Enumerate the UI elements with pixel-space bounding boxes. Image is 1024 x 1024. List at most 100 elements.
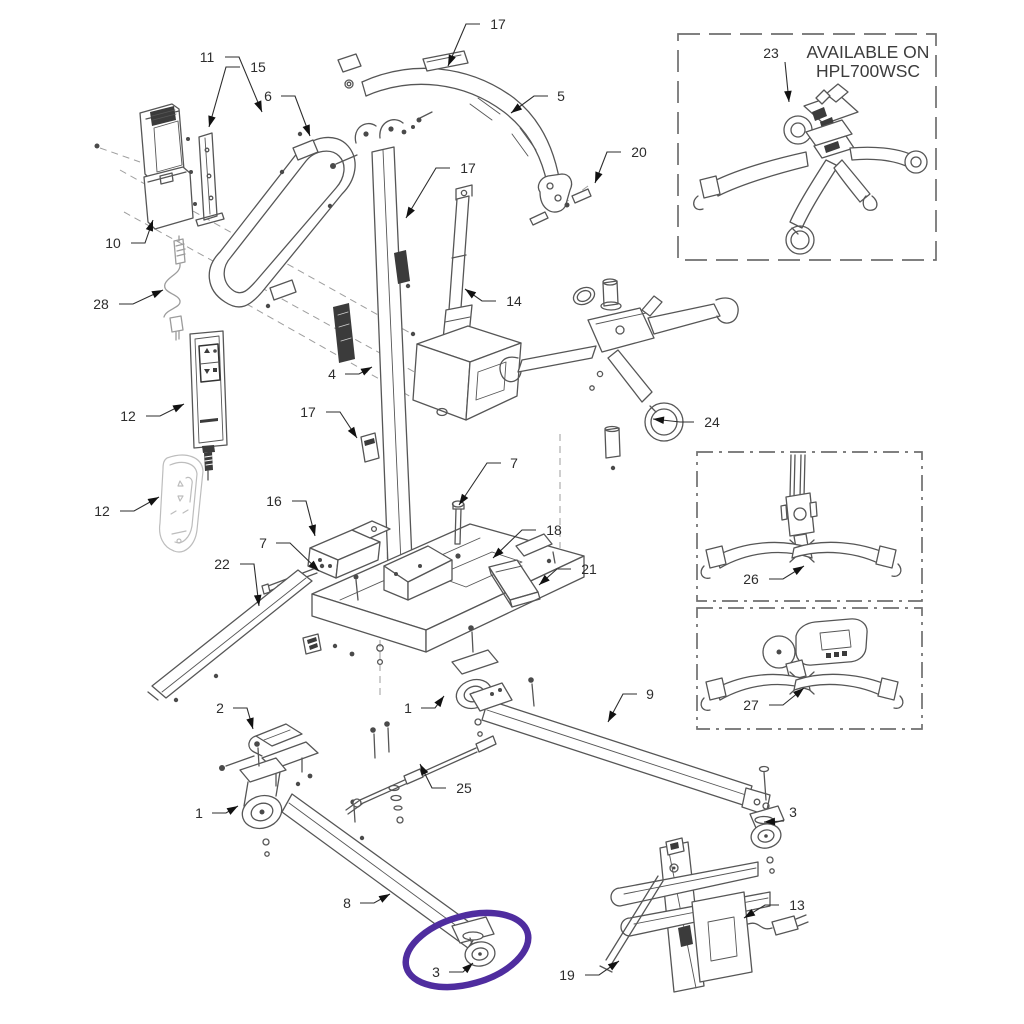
callout-21-foot-pedal[interactable]: 21 bbox=[538, 561, 597, 586]
callout-18-base-assembly[interactable]: 18 bbox=[492, 522, 562, 559]
callout-22-channel-bar[interactable]: 22 bbox=[214, 556, 262, 607]
callout-28-coiled-cable[interactable]: 28 bbox=[93, 289, 164, 312]
leader-line bbox=[458, 462, 501, 506]
callout-number[interactable]: 12 bbox=[120, 408, 136, 424]
callout-number[interactable]: 21 bbox=[581, 561, 597, 577]
mast-sticker-17 bbox=[360, 432, 380, 463]
callout-number[interactable]: 1 bbox=[404, 700, 412, 716]
callout-10-battery-charger[interactable]: 10 bbox=[105, 219, 154, 251]
sling-spreader-bar-26 bbox=[700, 454, 902, 579]
callout-number[interactable]: 2 bbox=[216, 700, 224, 716]
leader-arrowhead bbox=[420, 764, 429, 776]
callout-number[interactable]: 7 bbox=[259, 535, 267, 551]
callout-number[interactable]: 17 bbox=[300, 404, 316, 420]
leader-arrowhead bbox=[246, 717, 254, 729]
callout-7-bolt-right[interactable]: 7 bbox=[458, 455, 518, 506]
callout-17-label-mast-lower[interactable]: 17 bbox=[300, 404, 358, 439]
callout-number[interactable]: 15 bbox=[250, 59, 266, 75]
callout-number[interactable]: 28 bbox=[93, 296, 109, 312]
callout-17-label-mast-upper[interactable]: 17 bbox=[405, 160, 476, 219]
callout-number[interactable]: 20 bbox=[631, 144, 647, 160]
mounting-bracket-15 bbox=[186, 132, 225, 227]
callout-26-sling-spreader-bar[interactable]: 26 bbox=[743, 565, 805, 587]
callout-number[interactable]: 9 bbox=[646, 686, 654, 702]
callout-3-front-caster-right[interactable]: 3 bbox=[763, 804, 797, 826]
callout-23-powered-spreader-bar[interactable]: 23 bbox=[763, 45, 792, 103]
callout-number[interactable]: 11 bbox=[200, 49, 215, 65]
callout-14-actuator[interactable]: 14 bbox=[464, 288, 522, 309]
callout-number[interactable]: 1 bbox=[195, 805, 203, 821]
leader-arrowhead bbox=[434, 696, 444, 708]
callout-15-mounting-bracket[interactable]: 15 bbox=[208, 59, 266, 128]
callout-5-boom[interactable]: 5 bbox=[510, 88, 565, 114]
callout-24-spreader-bar[interactable]: 24 bbox=[652, 414, 720, 430]
leader-arrowhead bbox=[226, 806, 238, 815]
callout-number[interactable]: 19 bbox=[559, 967, 575, 983]
callout-number[interactable]: 22 bbox=[214, 556, 230, 572]
bolt-7-right bbox=[451, 500, 465, 559]
callout-number[interactable]: 24 bbox=[704, 414, 720, 430]
leader-arrowhead bbox=[360, 367, 372, 376]
callout-number[interactable]: 6 bbox=[264, 88, 272, 104]
leg-8-left bbox=[281, 793, 481, 949]
callout-number[interactable]: 3 bbox=[432, 964, 440, 980]
hand-control-12 bbox=[189, 330, 228, 481]
leader-line bbox=[281, 95, 311, 137]
callout-number[interactable]: 23 bbox=[763, 45, 779, 61]
callout-4-mast[interactable]: 4 bbox=[328, 366, 373, 382]
callout-number[interactable]: 27 bbox=[743, 697, 759, 713]
callout-3-front-caster-left[interactable]: 3 bbox=[432, 962, 474, 980]
coiled-cable-28 bbox=[163, 235, 186, 341]
callout-1-rear-caster-right[interactable]: 1 bbox=[404, 695, 445, 716]
callout-number[interactable]: 17 bbox=[490, 16, 506, 32]
callout-8-leg-left[interactable]: 8 bbox=[343, 893, 391, 911]
leader-arrowhead bbox=[254, 100, 262, 112]
leader-arrowhead bbox=[792, 566, 804, 576]
leg-pivot-bracket-2 bbox=[219, 723, 319, 787]
callout-16-mast-socket-bracket[interactable]: 16 bbox=[266, 493, 316, 537]
callout-13-power-cord[interactable]: 13 bbox=[743, 897, 805, 919]
leader-arrowhead bbox=[347, 426, 357, 438]
callout-number[interactable]: 3 bbox=[789, 804, 797, 820]
callout-number[interactable]: 25 bbox=[456, 780, 472, 796]
callout-25-linkage-rod[interactable]: 25 bbox=[419, 763, 472, 796]
callout-9-leg-right[interactable]: 9 bbox=[607, 686, 654, 723]
leader-line bbox=[119, 289, 164, 305]
callout-number[interactable]: 4 bbox=[328, 366, 336, 382]
callout-12-hand-control[interactable]: 12 bbox=[120, 403, 185, 424]
leader-arrowhead bbox=[253, 594, 262, 606]
callout-2-leg-pivot-bracket[interactable]: 2 bbox=[216, 700, 254, 730]
callout-number[interactable]: 26 bbox=[743, 571, 759, 587]
callout-number[interactable]: 10 bbox=[105, 235, 121, 251]
callout-27-scale-spreader-bar[interactable]: 27 bbox=[743, 687, 805, 713]
callout-7-bolt-left[interactable]: 7 bbox=[259, 535, 320, 572]
mast-sticker-left bbox=[333, 303, 355, 363]
inset-sling-spreader bbox=[696, 451, 923, 602]
boom-5 bbox=[337, 50, 573, 213]
leg-9-right bbox=[469, 677, 771, 816]
callout-number[interactable]: 16 bbox=[266, 493, 282, 509]
push-handle-6 bbox=[208, 131, 356, 309]
boom-pin-20 bbox=[529, 188, 592, 226]
callout-17-label-boom[interactable]: 17 bbox=[447, 16, 506, 67]
callout-number[interactable]: 17 bbox=[460, 160, 476, 176]
leader-arrowhead bbox=[448, 54, 456, 66]
leader-line bbox=[276, 542, 320, 572]
callout-number[interactable]: 5 bbox=[557, 88, 565, 104]
leader-arrowhead bbox=[465, 289, 477, 299]
callout-1-rear-caster-left[interactable]: 1 bbox=[195, 805, 239, 821]
callout-number[interactable]: 7 bbox=[510, 455, 518, 471]
callout-12-hand-control-alt[interactable]: 12 bbox=[94, 496, 160, 519]
callout-19-storage-stand[interactable]: 19 bbox=[559, 960, 620, 983]
power-cord-13 bbox=[747, 914, 809, 936]
callout-6-push-handle[interactable]: 6 bbox=[264, 88, 311, 137]
callout-11-battery-pack[interactable]: 11 bbox=[200, 49, 263, 113]
callout-number[interactable]: 8 bbox=[343, 895, 351, 911]
callout-number[interactable]: 14 bbox=[506, 293, 522, 309]
callout-20-boom-pin[interactable]: 20 bbox=[594, 144, 647, 184]
leader-arrowhead bbox=[172, 404, 184, 413]
callout-number[interactable]: 12 bbox=[94, 503, 110, 519]
callout-number[interactable]: 13 bbox=[789, 897, 805, 913]
callout-number[interactable]: 18 bbox=[546, 522, 562, 538]
